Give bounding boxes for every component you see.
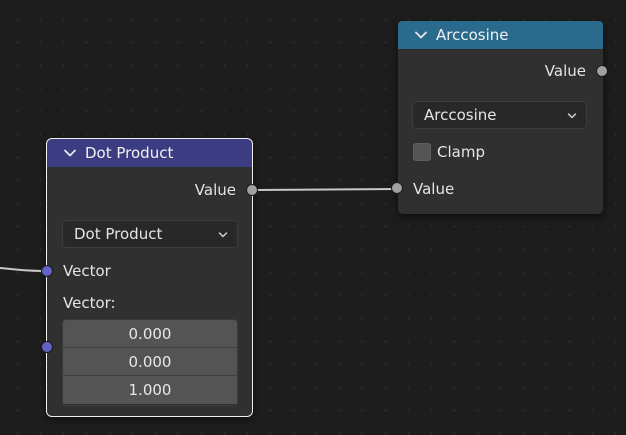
vector-input-1-label: Vector bbox=[63, 262, 111, 280]
arccosine-operation-value: Arccosine bbox=[424, 106, 497, 124]
link-dot-value-to-arccos-value bbox=[251, 188, 398, 191]
link-incoming-vector bbox=[0, 267, 47, 272]
arccosine-output-socket[interactable] bbox=[596, 65, 608, 77]
dot-product-output-socket[interactable] bbox=[246, 184, 258, 196]
clamp-label[interactable]: Clamp bbox=[437, 143, 485, 161]
vector-z-field[interactable]: 1.000 bbox=[63, 376, 237, 404]
dot-product-operation-value: Dot Product bbox=[74, 225, 163, 243]
clamp-checkbox[interactable] bbox=[413, 143, 431, 161]
chevron-down-icon bbox=[218, 232, 228, 238]
dot-product-output-label: Value bbox=[194, 181, 236, 199]
arccosine-node-title: Arccosine bbox=[436, 26, 509, 44]
arccosine-input-label: Value bbox=[413, 180, 455, 198]
vector-input-2-socket[interactable] bbox=[41, 341, 53, 353]
arccosine-input-socket[interactable] bbox=[391, 182, 403, 194]
arccosine-operation-dropdown[interactable]: Arccosine bbox=[412, 101, 587, 129]
vector-y-field[interactable]: 0.000 bbox=[63, 348, 237, 376]
vector-x-field[interactable]: 0.000 bbox=[63, 320, 237, 348]
dot-product-node-title: Dot Product bbox=[85, 144, 174, 162]
chevron-down-icon[interactable] bbox=[414, 28, 428, 42]
dot-product-node[interactable]: Dot Product Value Dot Product Vector Vec… bbox=[46, 138, 253, 417]
dot-product-node-header[interactable]: Dot Product bbox=[47, 139, 252, 167]
arccosine-output-label: Value bbox=[544, 62, 586, 80]
vector-input-2-label: Vector: bbox=[63, 294, 116, 312]
dot-product-operation-dropdown[interactable]: Dot Product bbox=[62, 220, 238, 248]
arccosine-node-header[interactable]: Arccosine bbox=[398, 21, 603, 49]
vector-input-fields: 0.000 0.000 1.000 bbox=[62, 319, 238, 406]
vector-input-1-socket[interactable] bbox=[41, 265, 53, 277]
chevron-down-icon[interactable] bbox=[63, 146, 77, 160]
arccosine-node[interactable]: Arccosine Value Arccosine Clamp Value bbox=[398, 21, 603, 214]
chevron-down-icon bbox=[567, 113, 577, 119]
